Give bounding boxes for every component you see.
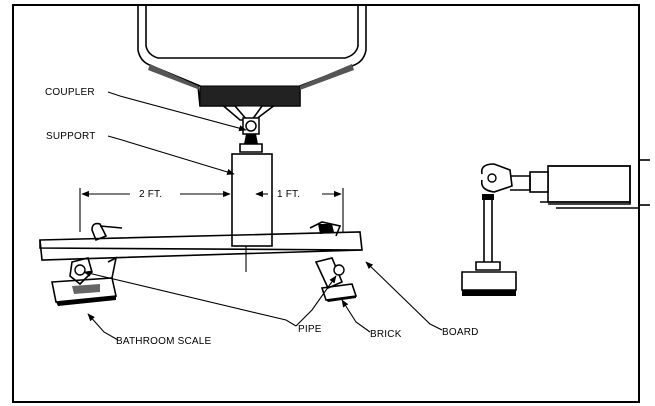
coupler [239, 117, 263, 153]
side-detail [461, 159, 650, 296]
support-post [231, 153, 273, 247]
left-pipe-and-scale [51, 222, 123, 306]
dimension-right-label: 1 FT. [277, 189, 300, 200]
support-label: SUPPORT [46, 131, 96, 142]
pipe-label: PIPE [298, 324, 322, 335]
board [39, 231, 363, 261]
right-pipe-and-brick [309, 221, 358, 302]
dimension-lines [79, 188, 344, 232]
brick-label: BRICK [370, 329, 402, 340]
diagram-frame [12, 4, 640, 403]
dimension-left-label: 2 FT. [139, 189, 162, 200]
board-label: BOARD [442, 327, 479, 338]
coupler-label: COUPLER [45, 87, 95, 98]
trailer-tongue [137, 6, 367, 121]
bathroom-scale-label: BATHROOM SCALE [116, 336, 212, 347]
